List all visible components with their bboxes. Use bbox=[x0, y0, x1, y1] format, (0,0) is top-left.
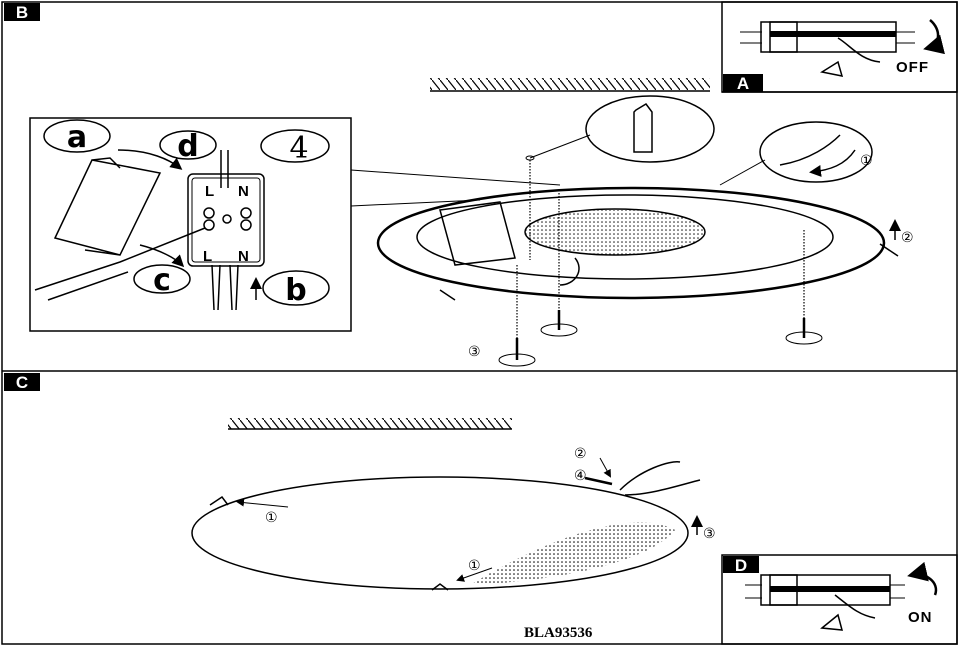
wall-plug-icon bbox=[633, 103, 653, 153]
svg-text:a: a bbox=[67, 120, 87, 155]
svg-text:A: A bbox=[737, 74, 749, 93]
terminal-block bbox=[187, 173, 265, 267]
svg-text:③: ③ bbox=[703, 526, 716, 542]
svg-text:B: B bbox=[16, 3, 28, 22]
svg-text:L: L bbox=[203, 248, 213, 265]
panel-a-switch-off: A OFF bbox=[721, 1, 958, 93]
panel-b-label: B bbox=[4, 3, 40, 22]
driver-box bbox=[439, 201, 516, 266]
cable-detail: ① bbox=[719, 121, 873, 186]
breaker-icon bbox=[740, 21, 915, 77]
svg-text:N: N bbox=[238, 183, 250, 200]
ceiling-plate bbox=[376, 186, 899, 301]
svg-text:④: ④ bbox=[574, 468, 587, 484]
svg-text:D: D bbox=[735, 556, 747, 575]
rotate-arrow-icon bbox=[923, 19, 945, 55]
ceiling-hatch-c bbox=[228, 418, 512, 429]
hand-icon bbox=[619, 461, 701, 496]
screws bbox=[498, 190, 823, 367]
svg-text:②: ② bbox=[574, 446, 587, 462]
svg-text:②: ② bbox=[901, 230, 914, 246]
svg-text:C: C bbox=[16, 373, 28, 392]
switch-on-label: ON bbox=[908, 609, 933, 626]
screwdriver bbox=[34, 227, 206, 301]
wiring-detail-inset: a d 4 c b L N L N bbox=[29, 117, 561, 332]
svg-text:①: ① bbox=[265, 510, 278, 526]
svg-text:①: ① bbox=[468, 558, 481, 574]
model-code: BLA93536 bbox=[524, 625, 593, 641]
terminal-cover bbox=[53, 157, 162, 256]
svg-text:c: c bbox=[153, 263, 171, 298]
svg-text:d: d bbox=[177, 129, 198, 164]
switch-off-label: OFF bbox=[896, 59, 929, 76]
ceiling-hatch bbox=[430, 78, 710, 90]
svg-text:b: b bbox=[285, 273, 306, 308]
panel-d-switch-on: D ON bbox=[721, 554, 958, 645]
rotate-arrow-icon bbox=[907, 561, 938, 596]
wall-plug-detail bbox=[525, 95, 715, 260]
panel-c-label: C bbox=[4, 373, 40, 392]
svg-text:③: ③ bbox=[468, 344, 481, 360]
svg-text:①: ① bbox=[860, 153, 873, 169]
svg-text:L: L bbox=[205, 183, 215, 200]
diffuser-cover bbox=[191, 476, 689, 591]
svg-text:N: N bbox=[238, 248, 250, 265]
svg-text:4: 4 bbox=[289, 131, 308, 166]
